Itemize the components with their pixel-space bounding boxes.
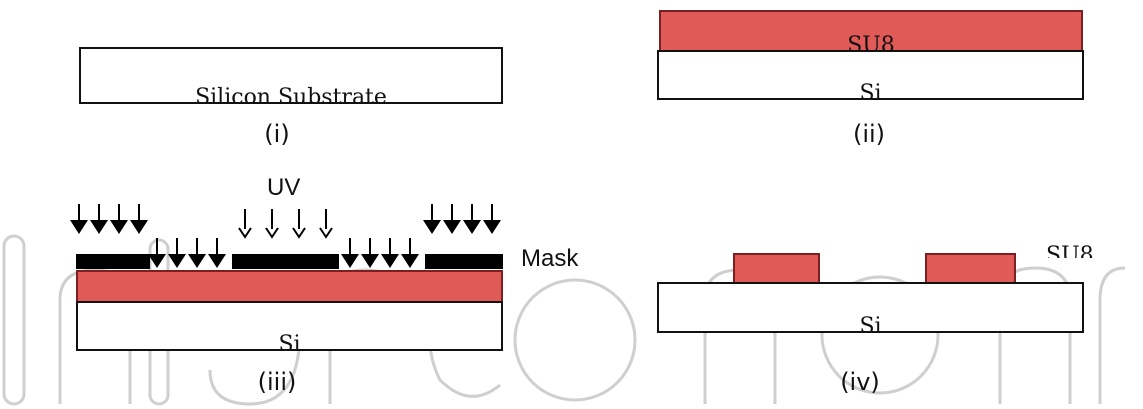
silicon-substrate-layer: Silicon Substrate <box>79 47 503 104</box>
uv-arrow-head <box>401 254 419 268</box>
su8-layer: SU8 <box>659 10 1083 52</box>
uv-arrow-head <box>90 220 108 234</box>
mask-segment <box>76 254 150 269</box>
uv-arrow-head <box>463 220 481 234</box>
uv-arrow-head <box>423 220 441 234</box>
caption-iii: (iii) <box>257 368 297 396</box>
uv-arrow-head <box>208 254 226 268</box>
si-label: Si <box>278 332 301 351</box>
uv-arrow-head <box>319 227 333 239</box>
uv-arrow-head <box>483 220 501 234</box>
uv-arrow-head <box>238 227 252 239</box>
uv-arrow-head <box>188 254 206 268</box>
caption-iv: (iv) <box>840 368 880 396</box>
uv-arrow-head <box>361 254 379 268</box>
uv-arrow-head <box>265 227 279 239</box>
caption-ii: (ii) <box>852 120 886 148</box>
uv-label: UV <box>267 174 301 201</box>
si-label: Si <box>859 314 882 333</box>
su8-feature <box>733 253 820 284</box>
uv-arrow-head <box>341 254 359 268</box>
si-substrate-layer: Si <box>657 50 1084 100</box>
uv-arrow-head <box>381 254 399 268</box>
mask-label: Mask <box>521 245 579 272</box>
si-substrate-layer: Si <box>76 301 503 351</box>
su8-label: SU8 <box>847 33 895 52</box>
uv-arrow-head <box>443 220 461 234</box>
uv-arrow-head <box>110 220 128 234</box>
mask-segment <box>425 254 503 269</box>
uv-arrow-head <box>130 220 148 234</box>
su8-feature <box>925 253 1016 284</box>
uv-arrow-head <box>148 254 166 268</box>
su8-layer <box>76 270 503 303</box>
uv-arrow-head <box>292 227 306 239</box>
si-substrate-layer: Si <box>657 282 1084 333</box>
mask-segment <box>232 254 339 269</box>
uv-arrow-head <box>168 254 186 268</box>
caption-i: (i) <box>264 120 290 148</box>
si-label: Si <box>859 81 882 100</box>
su8-label: SU8 <box>1046 244 1094 258</box>
silicon-substrate-label: Silicon Substrate <box>195 85 387 104</box>
uv-arrow-head <box>70 220 88 234</box>
